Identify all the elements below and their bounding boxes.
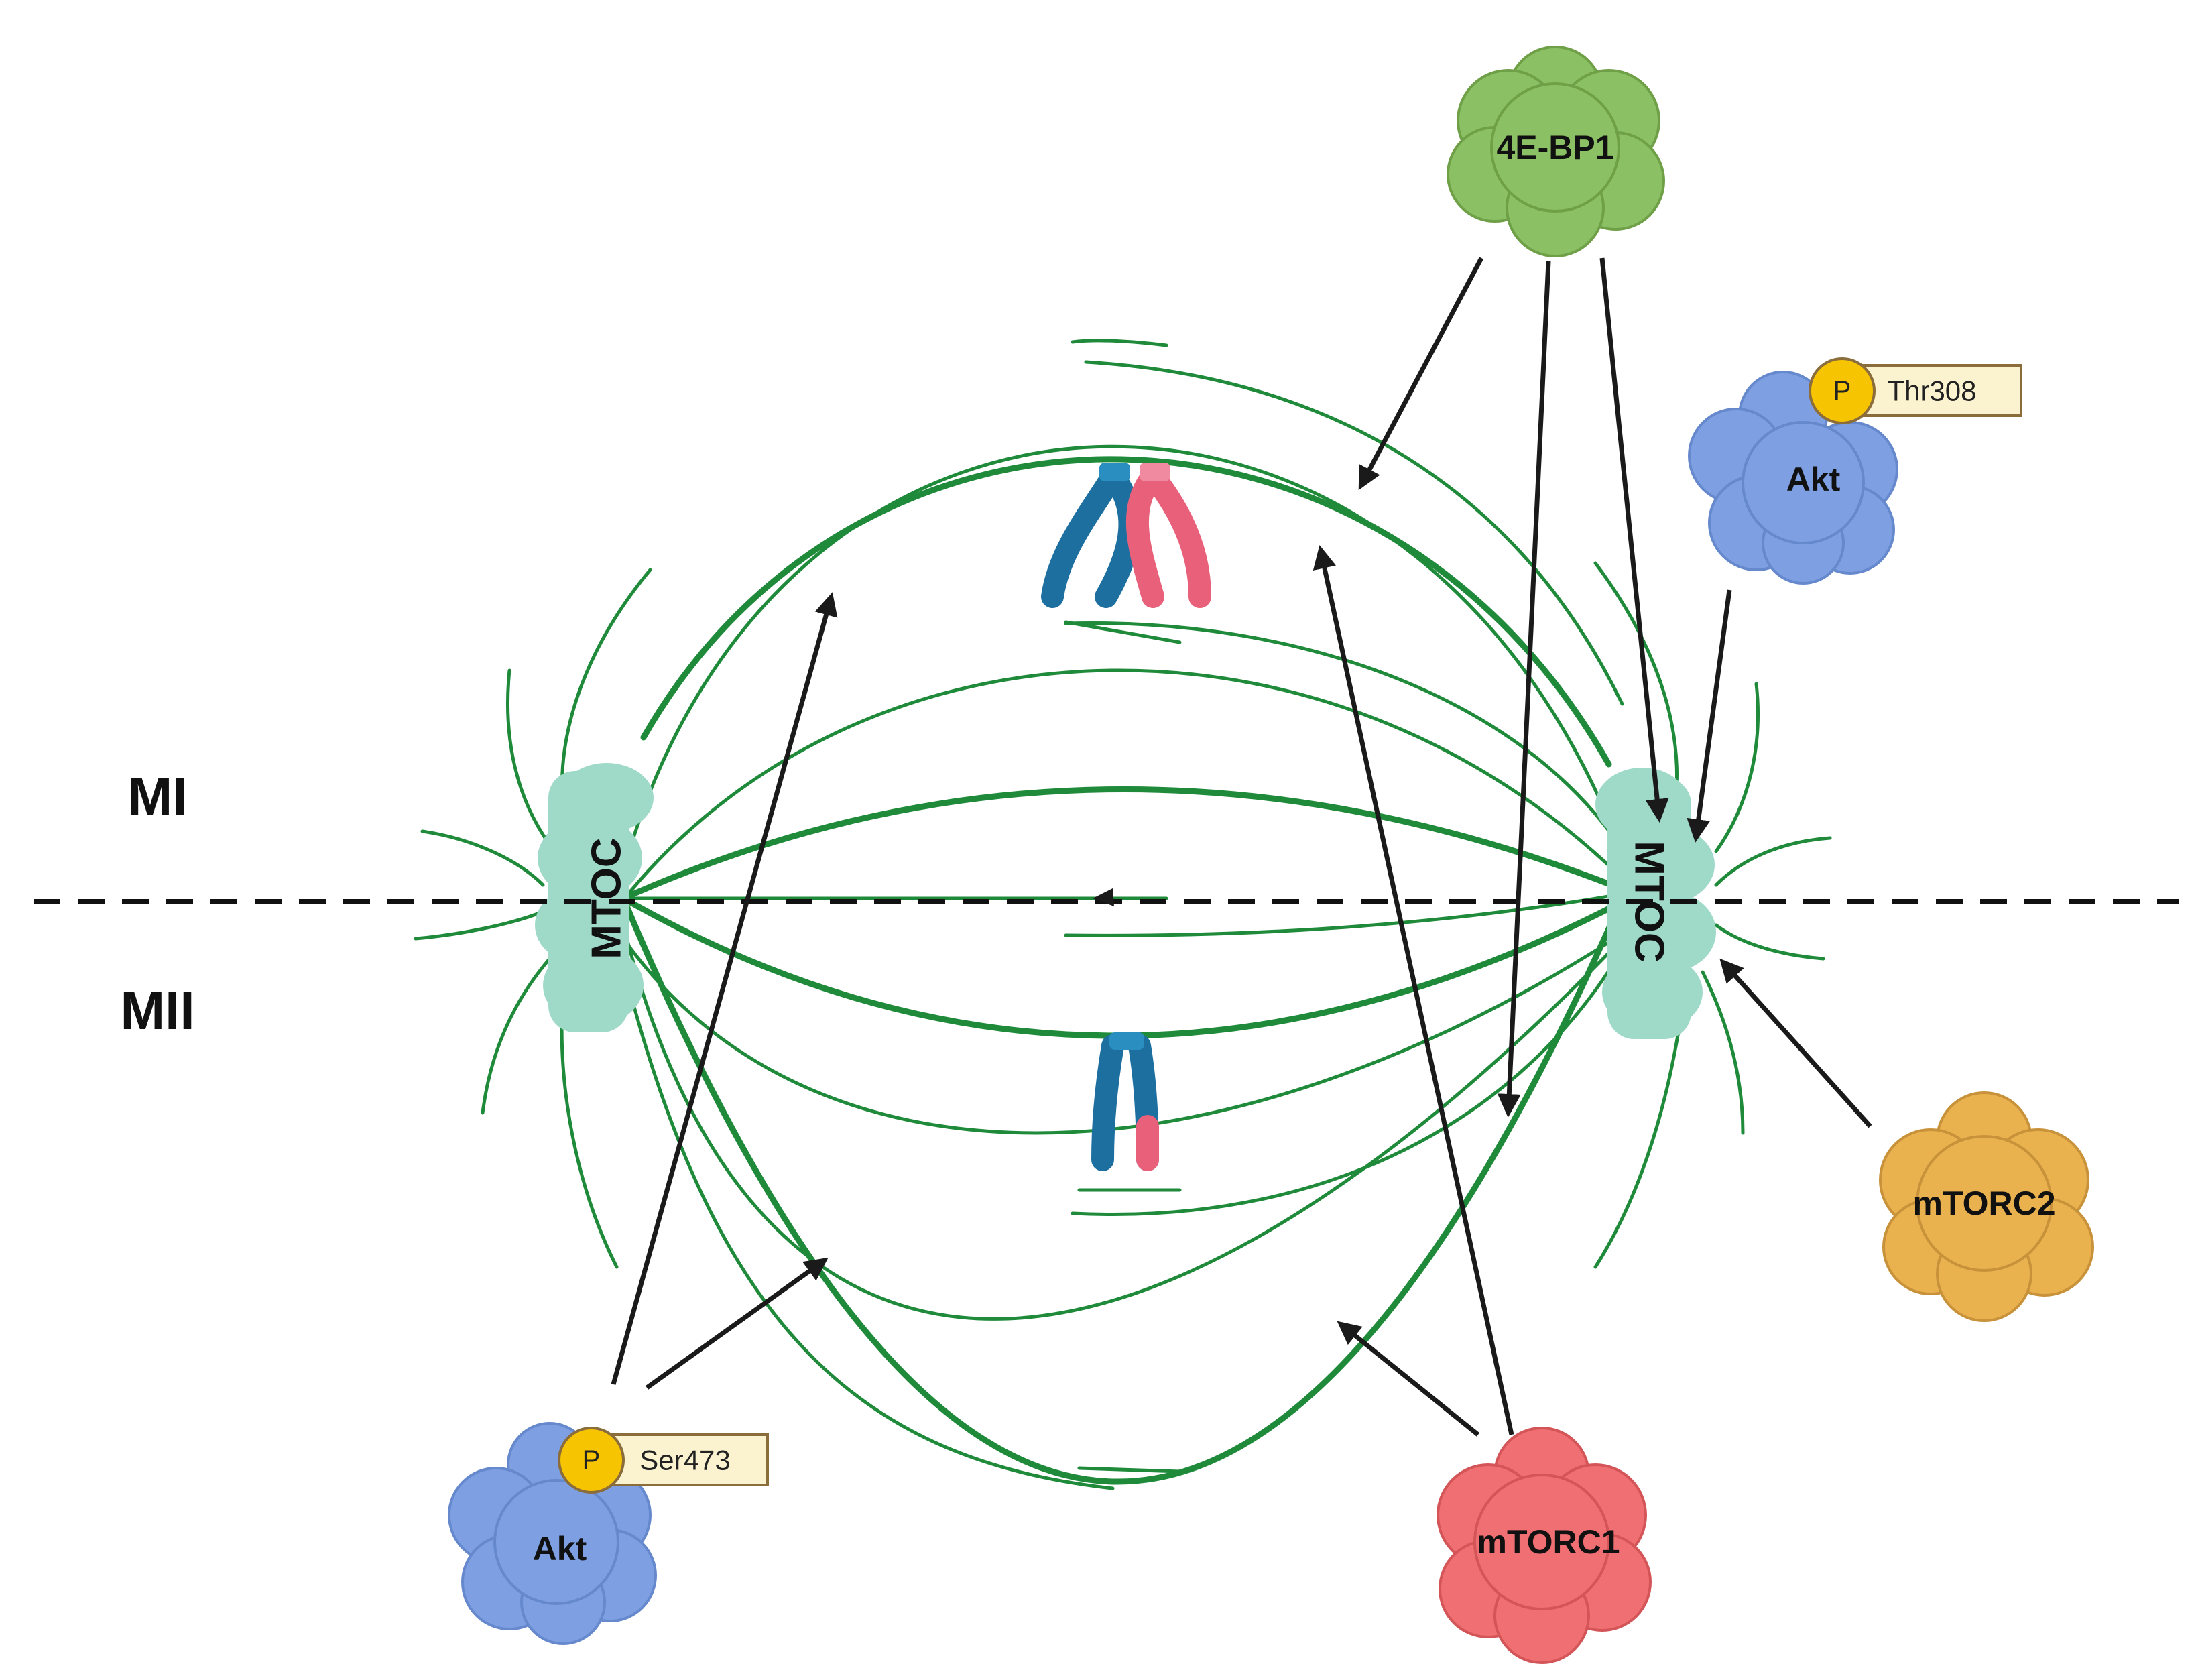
microtubule-thin bbox=[1064, 621, 1638, 874]
protein-mtorc2: mTORC2 bbox=[1879, 1091, 2094, 1322]
protein-label-akt-bottom: Akt bbox=[533, 1530, 587, 1567]
mtoc-left: MTOC bbox=[535, 763, 654, 1032]
phosphate-icon bbox=[558, 1427, 625, 1494]
astral-ray bbox=[1701, 970, 1745, 1135]
phosphate-label: P bbox=[1833, 376, 1851, 406]
phospho-site-thr308: Thr308 bbox=[1887, 375, 1976, 407]
astral-ray bbox=[1593, 561, 1679, 800]
arrow-akt-ser473-to-lower-spindle bbox=[645, 1257, 829, 1390]
arrow-akt-thr308-to-mtoc bbox=[1687, 589, 1732, 843]
arrow-4ebp1-to-mtoc bbox=[1599, 257, 1669, 823]
phosphate-label: P bbox=[583, 1445, 601, 1475]
astral-ray bbox=[1593, 1004, 1685, 1269]
protein-label-akt-top: Akt bbox=[1786, 461, 1841, 498]
arrow-mtorc1-to-upper-spindle bbox=[1313, 545, 1514, 1435]
microtubule-thin bbox=[621, 923, 1638, 1135]
microtubule-fragment bbox=[1071, 339, 1168, 347]
chromosome-pink bbox=[1142, 465, 1211, 608]
arrow-akt-ser473-to-upper-spindle bbox=[611, 592, 838, 1385]
arrow-4ebp1-to-spindle bbox=[1358, 257, 1484, 491]
signaling-arrows bbox=[611, 257, 1872, 1437]
microtubule-thin bbox=[621, 923, 1638, 1321]
microtubule-thick bbox=[620, 786, 1632, 902]
microtubule-thin bbox=[1084, 360, 1624, 706]
microtubule-thin bbox=[621, 444, 1638, 894]
phospho-site-ser473: Ser473 bbox=[639, 1445, 730, 1476]
arrow-mtorc2-to-mtoc bbox=[1719, 958, 1872, 1128]
protein-label-4e-bp1: 4E-BP1 bbox=[1496, 129, 1613, 166]
chromosome-pink bbox=[1125, 465, 1164, 608]
arrow-mtorc1-to-lower-spindle bbox=[1337, 1321, 1480, 1437]
phase-label-mi: MI bbox=[128, 766, 188, 826]
protein-label-mtorc1: mTORC1 bbox=[1477, 1523, 1620, 1561]
phase-label-mii: MII bbox=[120, 981, 194, 1040]
astral-ray bbox=[1714, 682, 1760, 853]
protein-label-mtorc2: mTORC2 bbox=[1912, 1185, 2055, 1222]
spindle-microtubules bbox=[414, 339, 1832, 1490]
protein-akt-ser473: Akt Ser473 P bbox=[448, 1422, 769, 1645]
microtubule-fragment bbox=[1077, 1466, 1182, 1474]
microtubule-thin bbox=[628, 990, 1115, 1490]
astral-ray bbox=[1714, 923, 1825, 961]
astral-ray bbox=[560, 990, 619, 1269]
mtoc-right: MTOC bbox=[1595, 768, 1716, 1039]
chromosome-blue bbox=[1041, 465, 1124, 608]
protein-mtorc1: mTORC1 bbox=[1437, 1427, 1652, 1664]
sister-chromatids bbox=[1091, 1032, 1159, 1171]
microtubule-thin bbox=[628, 668, 1638, 894]
small-arrowhead bbox=[1093, 888, 1114, 906]
mtoc-left-label: MTOC bbox=[584, 837, 630, 959]
astral-ray bbox=[1714, 836, 1832, 887]
astral-ray bbox=[414, 910, 545, 941]
chromatid-blue bbox=[1091, 1034, 1124, 1171]
protein-akt-thr308: Akt Thr308 P bbox=[1688, 357, 2022, 585]
phosphate-icon bbox=[1809, 357, 1876, 424]
microtubule-thin bbox=[1071, 923, 1638, 1216]
astral-ray bbox=[481, 957, 552, 1115]
bivalent-chromosome bbox=[1041, 463, 1211, 608]
microtubule-thick bbox=[640, 456, 1612, 768]
astral-ray bbox=[420, 829, 545, 887]
astral-ray bbox=[506, 668, 552, 847]
microtubule-thick bbox=[620, 895, 1626, 1485]
protein-4e-bp1: 4E-BP1 bbox=[1447, 46, 1665, 257]
arrow-4ebp1-to-lower-spindle bbox=[1497, 261, 1551, 1118]
microtubule-fragment bbox=[1064, 620, 1182, 644]
